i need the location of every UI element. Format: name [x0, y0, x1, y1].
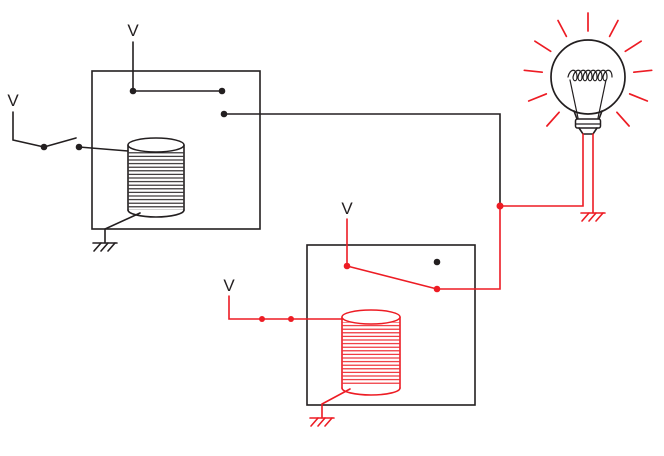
light-ray — [534, 40, 552, 53]
coil-bottom — [127, 209, 185, 218]
relay2-output-wire — [436, 205, 501, 290]
ground-tick — [310, 417, 319, 427]
bulb-filament-support — [597, 79, 607, 119]
relay2-rest-contact-dot — [433, 258, 441, 266]
ground-tick — [107, 242, 116, 252]
wire-junction-dot — [288, 316, 294, 322]
ground-tick — [588, 212, 597, 222]
relay1-coil-ground-wire — [104, 212, 141, 244]
coil-windings — [342, 322, 400, 386]
relay1-output-wire — [223, 113, 501, 204]
light-ray — [616, 111, 630, 127]
relay1-coil — [127, 137, 185, 218]
ground-tick — [93, 242, 102, 252]
wire-junction-dot — [496, 202, 504, 210]
switch-supply-label: V — [7, 91, 19, 110]
relay1-pivot-dot — [129, 87, 137, 95]
relay2-coil-ground-wire — [321, 388, 351, 419]
coil-cap — [127, 137, 185, 153]
relay2-supply-label: V — [341, 199, 353, 218]
bulb-neck — [573, 110, 578, 120]
relay2-armature — [346, 265, 438, 290]
bulb-neck — [598, 110, 603, 120]
relay-1: V — [91, 21, 261, 244]
ground-tick — [324, 417, 333, 427]
ground-tick — [595, 212, 604, 222]
relay2-coil — [341, 309, 401, 396]
light-ray — [527, 93, 548, 102]
ground-tick — [581, 212, 590, 222]
relay2-ground-symbol — [309, 417, 335, 427]
ground-tick — [317, 417, 326, 427]
wire-junction-dot — [259, 316, 265, 322]
relay1-rest-contact-dot — [218, 87, 226, 95]
coil-cap — [341, 309, 401, 325]
bulb-filament — [567, 69, 613, 82]
relay1-enclosure — [91, 70, 261, 230]
coil-windings — [128, 150, 184, 210]
relay2-pivot-dot — [343, 262, 351, 270]
relay2-coil-supply-wire — [228, 295, 344, 320]
bulb-rays — [523, 12, 653, 127]
bulb-base-tip — [578, 127, 598, 135]
light-ray — [546, 111, 560, 127]
bulb-ground-symbol — [580, 212, 606, 222]
relay1-supply-label: V — [127, 21, 139, 40]
bulb-left-lead-wire — [499, 133, 584, 207]
relay2-enclosure — [306, 244, 476, 406]
relay2-coil-supply-label: V — [223, 276, 235, 295]
relay2-coil-supply: V — [223, 276, 344, 322]
ground-tick — [100, 242, 109, 252]
switch-to-coil-wire — [78, 146, 129, 152]
manual-switch: V — [7, 91, 129, 152]
light-ray — [608, 19, 619, 38]
switch-supply-wire — [12, 111, 45, 148]
light-bulb — [499, 12, 653, 222]
light-ray — [523, 69, 544, 74]
light-ray — [557, 19, 568, 38]
relay1-ground-symbol — [92, 242, 118, 252]
switch-armature — [43, 137, 77, 148]
light-ray — [628, 93, 649, 102]
light-ray — [632, 69, 653, 74]
bulb-filament-support — [569, 79, 579, 119]
switch-pivot-dot — [40, 143, 48, 151]
relay-2: V — [306, 199, 476, 419]
coil-bottom — [341, 387, 401, 396]
light-ray — [624, 40, 642, 53]
